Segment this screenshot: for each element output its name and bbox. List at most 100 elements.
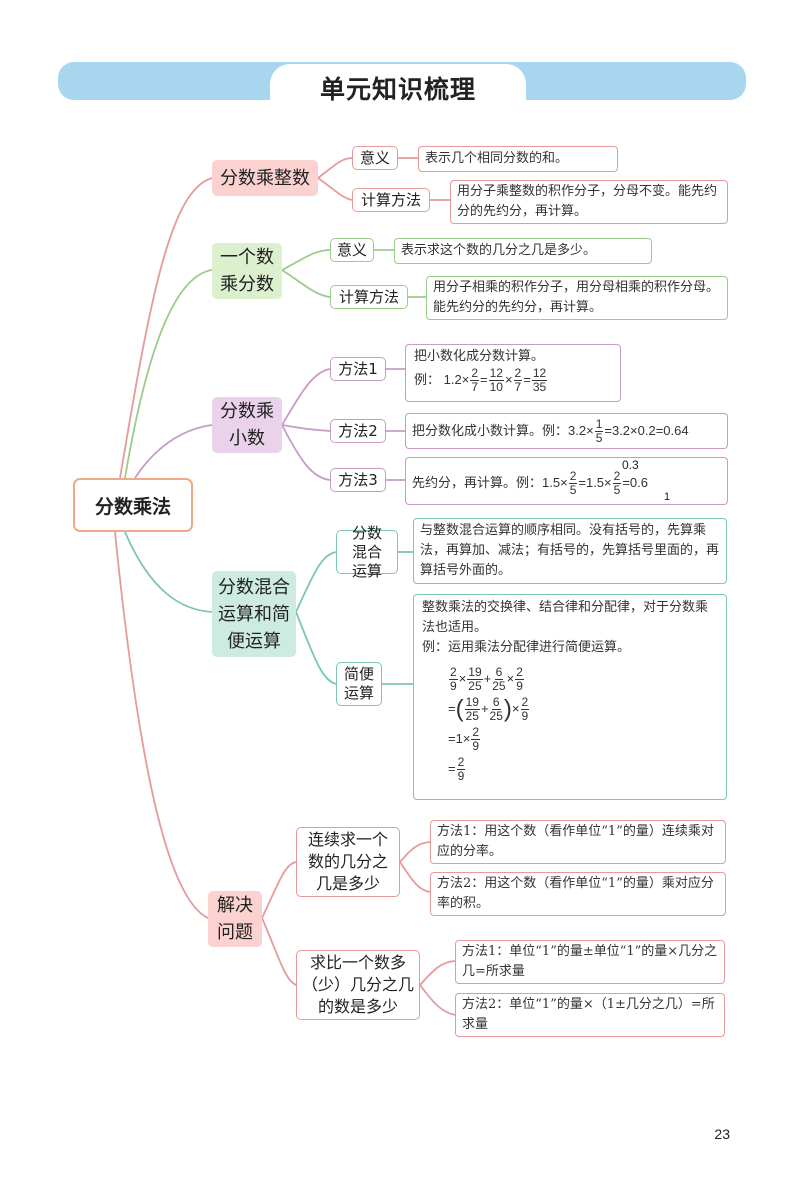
b5-q2-node: 求比一个数多（少）几分之几的数是多少 bbox=[296, 950, 420, 1020]
expr-part: × bbox=[511, 701, 520, 716]
note-text: 用分子相乘的积作分子，用分母相乘的积作分母。能先约分的先约分，再计算。 bbox=[433, 280, 720, 315]
b3-method2-node: 方法2 bbox=[330, 419, 386, 443]
expr-part: =0.6 bbox=[622, 475, 648, 490]
expr-part: × bbox=[458, 671, 467, 686]
numerator: 12 bbox=[531, 366, 548, 381]
denominator: 7 bbox=[514, 380, 522, 394]
b4-simple-text: 整数乘法的交换律、结合律和分配律，对于分数乘法也适用。 例：运用乘法分配律进行简… bbox=[413, 594, 727, 800]
b5-q1-node: 连续求一个数的几分之几是多少 bbox=[296, 827, 400, 897]
b1-calc-text: 用分子乘整数的积作分子，分母不变。能先约分的先约分，再计算。 bbox=[450, 180, 728, 224]
b4-simple-node: 简便运算 bbox=[336, 662, 382, 706]
numerator: 2 bbox=[449, 665, 458, 681]
page-number: 23 bbox=[714, 1126, 730, 1142]
node-label: 意义 bbox=[336, 240, 367, 259]
denominator: 9 bbox=[516, 679, 523, 694]
b5-q1-method1: 方法1：用这个数（看作单位“1”的量）连续乘对应的分率。 bbox=[430, 820, 726, 864]
denominator: 25 bbox=[489, 709, 503, 724]
numerator: 19 bbox=[464, 695, 480, 711]
numerator: 2 bbox=[471, 725, 481, 741]
note-text: 用分子乘整数的积作分子，分母不变。能先约分的先约分，再计算。 bbox=[457, 184, 718, 219]
branch-fraction-times-integer: 分数乘整数 bbox=[212, 160, 318, 196]
expr-part: = bbox=[448, 701, 456, 716]
note-text: 把分数化成小数计算。例： bbox=[412, 424, 569, 439]
expr-part: × bbox=[506, 671, 515, 686]
denominator: 9 bbox=[472, 739, 480, 754]
denominator: 25 bbox=[468, 679, 482, 694]
numerator: 2 bbox=[513, 366, 523, 381]
expr-part: ( bbox=[455, 695, 464, 723]
root-label: 分数乘法 bbox=[94, 495, 171, 518]
numerator: 2 bbox=[612, 469, 622, 484]
numerator: 2 bbox=[515, 665, 524, 681]
branch-label: 解决问题 bbox=[217, 895, 253, 943]
denominator: 25 bbox=[465, 709, 479, 724]
denominator: 5 bbox=[569, 483, 577, 497]
branch-label: 分数混合运算和简便运算 bbox=[218, 576, 290, 652]
node-label: 分数混合运算 bbox=[351, 523, 382, 580]
note-text: 与整数混合运算的顺序相同。没有括号的，先算乘法，再算加、减法；有括号的，先算括号… bbox=[420, 523, 720, 578]
note-text: 例：运用乘法分配律进行简便运算。 bbox=[422, 640, 631, 655]
b3-method3-node: 方法3 bbox=[330, 468, 386, 492]
branch-problem-solving: 解决问题 bbox=[208, 891, 262, 947]
page-title: 单元知识梳理 bbox=[319, 75, 476, 104]
note-text: 把小数化成分数计算。 bbox=[414, 349, 545, 364]
node-label: 计算方法 bbox=[338, 287, 399, 306]
branch-label: 分数乘整数 bbox=[220, 167, 310, 189]
b1-meaning-node: 意义 bbox=[352, 146, 398, 170]
node-label: 计算方法 bbox=[360, 190, 421, 209]
branch-label: 一个数乘分数 bbox=[220, 247, 274, 295]
expr-part: + bbox=[483, 671, 492, 686]
branch-number-times-fraction: 一个数乘分数 bbox=[212, 243, 282, 299]
b2-calc-node: 计算方法 bbox=[330, 285, 408, 309]
denominator: 9 bbox=[450, 679, 457, 694]
denominator: 7 bbox=[471, 380, 478, 394]
node-label: 连续求一个数的几分之几是多少 bbox=[307, 830, 388, 893]
denominator: 25 bbox=[492, 679, 506, 694]
b5-q2-method1: 方法1：单位“1”的量±单位“1”的量×几分之几=所求量 bbox=[455, 940, 725, 984]
numerator: 2 bbox=[568, 469, 578, 484]
expr-part: =1.5× bbox=[578, 475, 612, 490]
denominator: 5 bbox=[613, 483, 621, 497]
branch-mixed-and-simplified: 分数混合运算和简便运算 bbox=[212, 571, 296, 657]
numerator: 6 bbox=[491, 695, 501, 711]
example-prefix: 例： bbox=[414, 372, 441, 388]
note-text: 整数乘法的交换律、结合律和分配律，对于分数乘法也适用。 bbox=[422, 600, 709, 635]
b4-mixed-text: 与整数混合运算的顺序相同。没有括号的，先算乘法，再算加、减法；有括号的，先算括号… bbox=[413, 518, 727, 584]
node-label: 求比一个数多（少）几分之几的数是多少 bbox=[302, 953, 415, 1016]
root-node: 分数乘法 bbox=[73, 478, 193, 532]
title-tab bbox=[270, 64, 526, 108]
note-text: 先约分，再计算。例： bbox=[412, 476, 543, 491]
note-text: 方法2：用这个数（看作单位“1”的量）乘对应分率的积。 bbox=[437, 876, 714, 911]
expr-part: 3.2× bbox=[568, 423, 594, 438]
denominator: 9 bbox=[521, 709, 529, 724]
denominator: 10 bbox=[489, 380, 503, 394]
b3-method1-node: 方法1 bbox=[330, 357, 386, 381]
numerator: 2 bbox=[520, 695, 530, 711]
note-text: 方法1：用这个数（看作单位“1”的量）连续乘对应的分率。 bbox=[437, 824, 714, 859]
denominator: 35 bbox=[532, 380, 547, 394]
cancel-top-value: 0.3 bbox=[622, 458, 639, 472]
note-text: 表示求这个数的几分之几是多少。 bbox=[401, 243, 597, 258]
b5-q2-method2: 方法2：单位“1”的量×（1±几分之几）=所求量 bbox=[455, 993, 725, 1037]
b1-calc-node: 计算方法 bbox=[352, 188, 430, 212]
node-label: 简便运算 bbox=[343, 665, 374, 702]
